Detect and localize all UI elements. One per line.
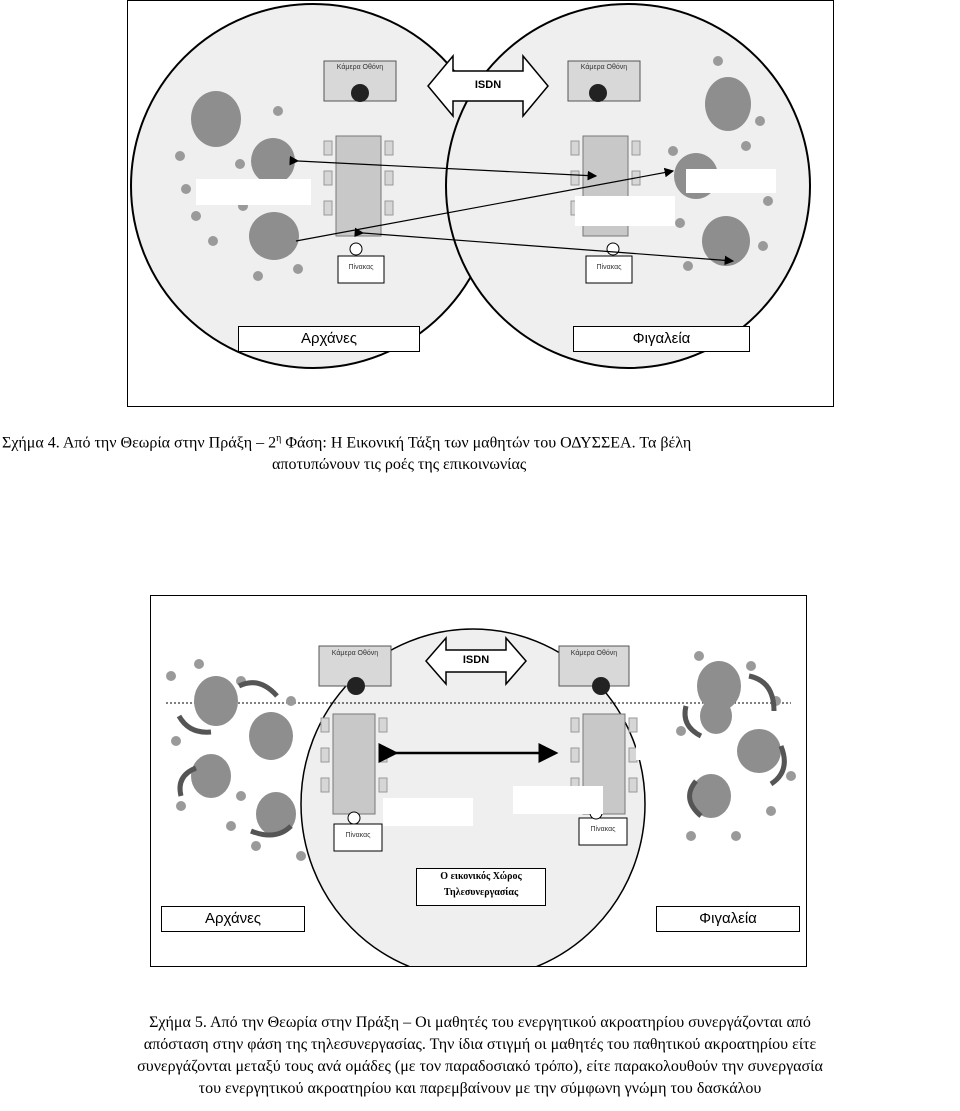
right-site-label: Φιγαλεία xyxy=(573,326,750,352)
isdn-arrow-5 xyxy=(425,635,527,687)
virtual-space-label: Ο εικονικός Χώρος Τηλεσυνεργασίας xyxy=(416,868,546,906)
left-camera-icon xyxy=(351,84,369,102)
virtual-space-line2: Τηλεσυνεργασίας xyxy=(443,887,519,898)
figure-5-caption: Σχήμα 5. Από την Θεωρία στην Πράξη – Οι … xyxy=(0,1012,960,1100)
left-camera-label-5: Κάμερα Οθόνη xyxy=(331,650,379,657)
isdn-label: ISDN xyxy=(474,79,502,91)
right-board-label: Πίνακας xyxy=(596,264,622,271)
right-board-label-5: Πίνακας xyxy=(590,826,616,833)
left-blank-label xyxy=(196,179,311,205)
right-blank-label xyxy=(686,169,776,193)
figure-4-caption: Σχήμα 4. Από την Θεωρία στην Πράξη – 2η … xyxy=(0,428,960,476)
flow-arrow-1 xyxy=(289,155,598,181)
caption-5-line1: Σχήμα 5. Από την Θεωρία στην Πράξη – Οι … xyxy=(149,1014,811,1031)
right-rotation-arrows xyxy=(682,673,787,818)
right-camera-label: Κάμερα Οθόνη xyxy=(580,64,628,71)
right-camera-icon-5 xyxy=(592,677,610,695)
left-site-label: Αρχάνες xyxy=(238,326,420,352)
figure-4: ISDN Κάμερα Οθόνη Κάμερα Οθόνη Πίνακας Π… xyxy=(127,0,834,407)
figure-5-diagram xyxy=(166,628,796,966)
left-camera-label: Κάμερα Οθόνη xyxy=(336,64,384,71)
right-camera-label-5: Κάμερα Οθόνη xyxy=(570,650,618,657)
left-camera-box xyxy=(323,60,397,102)
left-board-label-5: Πίνακας xyxy=(345,832,371,839)
left-student-groups xyxy=(191,91,299,260)
caption-4-prefix: Σχήμα 4. Από την Θεωρία στην Πράξη – 2 xyxy=(2,434,277,452)
center-blank-label xyxy=(575,196,675,226)
isdn-label-5: ISDN xyxy=(462,654,490,666)
caption-5-line4: του ενεργητικού ακροατηρίου και παρεμβαί… xyxy=(198,1080,762,1097)
left-camera-icon-5 xyxy=(347,677,365,695)
right-site-label-5: Φιγαλεία xyxy=(656,906,800,932)
figure-5: ISDN Κάμερα Οθόνη Κάμερα Οθόνη Πίνακας Π… xyxy=(150,595,807,967)
left-board-label: Πίνακας xyxy=(348,264,374,271)
left-site-label-5: Αρχάνες xyxy=(161,906,305,932)
left-passive-groups xyxy=(191,676,296,836)
caption-4-suffix: Φάση: Η Εικονική Τάξη των μαθητών του ΟΔ… xyxy=(281,434,692,452)
right-camera-icon xyxy=(589,84,607,102)
caption-5-line3: συνεργάζονται μεταξύ τους ανά ομάδες (με… xyxy=(137,1058,823,1075)
left-rotation-arrows xyxy=(176,680,293,838)
virtual-space-line1: Ο εικονικός Χώρος xyxy=(440,871,522,882)
right-passive-groups xyxy=(691,661,781,818)
figure-4-diagram xyxy=(130,3,811,369)
left-table xyxy=(335,135,382,237)
caption-5-line2: απόσταση στην φάση της τηλεσυνεργασίας. … xyxy=(143,1036,817,1053)
caption-4-line2: αποτυπώνουν τις ροές της επικοινωνίας xyxy=(272,456,527,474)
flow-arrow-3 xyxy=(354,227,735,266)
isdn-arrow xyxy=(427,53,549,119)
virtual-space-circle xyxy=(300,628,646,966)
caption-4-superscript: η xyxy=(276,433,282,444)
